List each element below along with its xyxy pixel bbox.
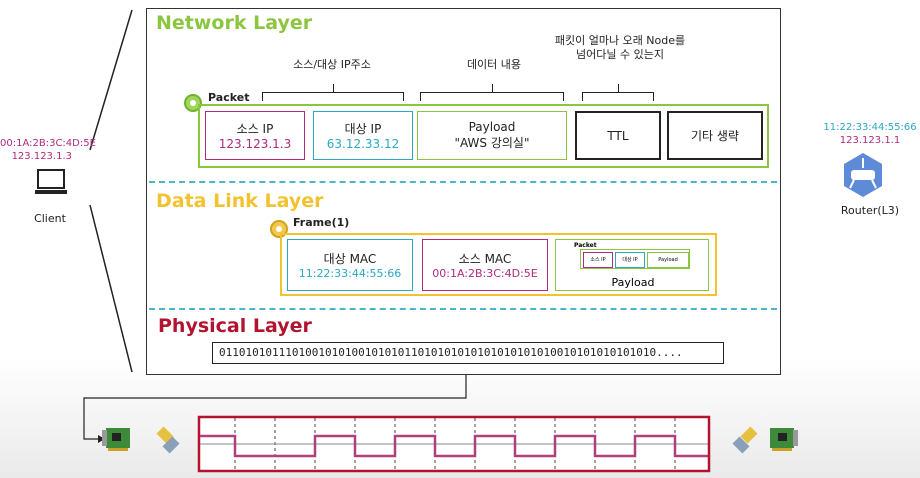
dst-ip-value: 63.12.33.12 [326, 137, 400, 151]
mini-packet-tag: Packet [574, 242, 597, 249]
dst-mac-label: 대상 MAC [323, 252, 377, 266]
network-card-icon [102, 428, 130, 451]
dst-mac-field: 대상 MAC 11:22:33:44:55:66 [287, 239, 413, 291]
dst-ip-label: 대상 IP [344, 122, 382, 136]
data-link-layer-title: Data Link Layer [156, 190, 324, 212]
mini-payload: Payload [647, 252, 689, 268]
mini-src: 소스 IP [583, 252, 613, 268]
frame-payload-label: Payload [611, 276, 655, 289]
frame-container [280, 233, 717, 296]
router-icon [844, 153, 882, 197]
dst-mac-value: 11:22:33:44:55:66 [298, 267, 402, 280]
src-ip-field: 소스 IP 123.123.1.3 [205, 111, 305, 160]
bracket-src-dst [262, 84, 404, 101]
network-card-icon-right [770, 428, 798, 451]
annotation-data: 데이터 내용 [466, 58, 522, 71]
other-field: 기타 생략 [667, 111, 763, 160]
frame-tag: Frame(1) [293, 216, 350, 229]
client-ip: 123.123.1.3 [11, 151, 72, 162]
frame-payload-field: Packet 소스 IP 대상 IP Payload Payload [555, 239, 709, 291]
dst-ip-field: 대상 IP 63.12.33.12 [313, 111, 413, 160]
src-ip-label: 소스 IP [236, 122, 274, 136]
mini-packet: 소스 IP 대상 IP Payload [580, 249, 690, 269]
signal-waveform [197, 415, 711, 473]
bracket-ttl [582, 84, 654, 101]
router-label: Router(L3) [840, 204, 900, 217]
client-label: Client [34, 212, 66, 225]
bit-stream: 0110101011101001010100101010110101010101… [212, 342, 724, 364]
src-ip-value: 123.123.1.3 [218, 137, 292, 151]
packet-tag: Packet [208, 91, 250, 104]
src-mac-label: 소스 MAC [458, 252, 512, 266]
annotation-ttl-1: 패킷이 얼마나 오래 Node를 [554, 34, 686, 47]
client-mac: 00:1A:2B:3C:4D:5E [0, 138, 96, 149]
ttl-label: TTL [607, 128, 629, 143]
packet-gear-icon [184, 94, 202, 112]
physical-layer-title: Physical Layer [158, 315, 312, 337]
separator-datalink-physical [149, 308, 777, 310]
src-mac-field: 소스 MAC 00:1A:2B:3C:4D:5E [422, 239, 548, 291]
ethernet-connector-icon-right [732, 426, 758, 454]
src-mac-value: 00:1A:2B:3C:4D:5E [432, 267, 538, 280]
layer-diagram-frame [146, 8, 781, 375]
separator-network-datalink [149, 181, 777, 183]
router-ip: 123.123.1.1 [839, 135, 901, 146]
ethernet-connector-icon [156, 426, 180, 454]
ttl-field: TTL [575, 111, 661, 160]
bracket-data [420, 84, 564, 101]
packet-container [198, 104, 769, 168]
other-label: 기타 생략 [691, 129, 739, 143]
annotation-src-dst: 소스/대상 IP주소 [293, 58, 371, 71]
network-layer-title: Network Layer [156, 12, 313, 34]
payload-value: "AWS 강의실" [454, 136, 530, 150]
annotation-ttl-2: 넘어다닐 수 있는지 [576, 48, 664, 61]
router-mac: 11:22:33:44:55:66 [823, 122, 917, 133]
payload-label: Payload [468, 120, 516, 134]
payload-field: Payload "AWS 강의실" [417, 111, 567, 160]
mini-dst: 대상 IP [615, 252, 645, 268]
laptop-icon [35, 169, 67, 194]
